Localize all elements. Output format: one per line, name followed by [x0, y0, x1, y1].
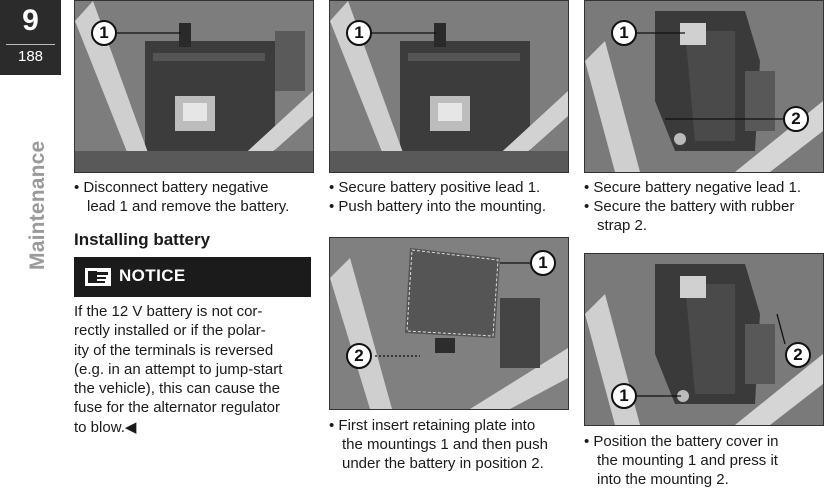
- caption-line: • Push battery into the mounting.: [329, 198, 547, 215]
- caption-line: • Position the battery cover in: [584, 433, 779, 450]
- photo-secure-negative: 1 2: [584, 0, 824, 173]
- body-line: to blow.◀: [74, 418, 137, 436]
- callout-2: 2: [346, 343, 372, 369]
- photo-battery-cover-illustration: [585, 254, 823, 425]
- callout-2: 2: [785, 342, 811, 368]
- photo-retaining-plate-illustration: [330, 238, 568, 409]
- body-line: (e.g. in an attempt to jump-start: [74, 360, 283, 378]
- photo-disconnect-negative: 1: [74, 0, 314, 173]
- body-line: fuse for the alternator regulator: [74, 399, 280, 417]
- step-5-caption: • Position the battery cover in the moun…: [584, 432, 779, 489]
- caption-line: the mountings 1 and then push: [342, 436, 548, 453]
- notice-body: If the 12 V battery is not cor- rectly i…: [74, 302, 282, 437]
- photo-secure-positive: 1: [329, 0, 569, 173]
- notice-label: NOTICE: [119, 266, 186, 285]
- body-line: ity of the terminals is reversed: [74, 341, 274, 359]
- callout-1: 1: [611, 20, 637, 46]
- caption-line: the mounting 1 and press it: [597, 452, 778, 469]
- callout-1: 1: [530, 250, 556, 276]
- caption-line: lead 1 and remove the battery.: [87, 198, 290, 215]
- caption-line: • Secure battery negative lead 1.: [584, 179, 802, 196]
- caption-line: • Secure the battery with rubber: [584, 198, 795, 215]
- photo-battery-cover: 2 1: [584, 253, 824, 426]
- body-line: the vehicle), this can cause the: [74, 380, 280, 398]
- notice-banner: NOTICE: [74, 257, 311, 297]
- step-4-caption: • First insert retaining plate into the …: [329, 416, 548, 473]
- photo-retaining-plate: 1 2: [329, 237, 569, 410]
- chapter-tab: 9 188: [0, 0, 61, 75]
- caption-line: strap 2.: [597, 217, 648, 234]
- step-3-caption: • Secure battery negative lead 1. • Secu…: [584, 178, 801, 235]
- callout-1: 1: [611, 383, 637, 409]
- callout-1: 1: [91, 20, 117, 46]
- photo-secure-positive-illustration: [330, 1, 568, 172]
- hand-pointer-notice-icon: [85, 268, 111, 286]
- step-2-caption: • Secure battery positive lead 1. • Push…: [329, 178, 546, 216]
- caption-line: under the battery in position 2.: [342, 455, 544, 472]
- body-line: rectly installed or if the polar-: [74, 322, 266, 340]
- section-label-container: Maintenance: [22, 140, 62, 270]
- section-label: Maintenance: [26, 140, 49, 270]
- caption-line: • Secure battery positive lead 1.: [329, 179, 541, 196]
- callout-2: 2: [783, 106, 809, 132]
- caption-line: • First insert retaining plate into: [329, 417, 536, 434]
- step-1-caption: • Disconnect battery negative lead 1 and…: [74, 178, 289, 216]
- page-number: 188: [17, 48, 44, 65]
- caption-line: into the mounting 2.: [597, 471, 729, 488]
- chapter-divider: [6, 44, 55, 45]
- caption-line: • Disconnect battery negative: [74, 179, 269, 196]
- body-line: If the 12 V battery is not cor-: [74, 303, 263, 320]
- chapter-number: 9: [22, 4, 39, 37]
- section-heading: Installing battery: [74, 230, 211, 249]
- callout-1: 1: [346, 20, 372, 46]
- photo-disconnect-negative-illustration: [75, 1, 313, 172]
